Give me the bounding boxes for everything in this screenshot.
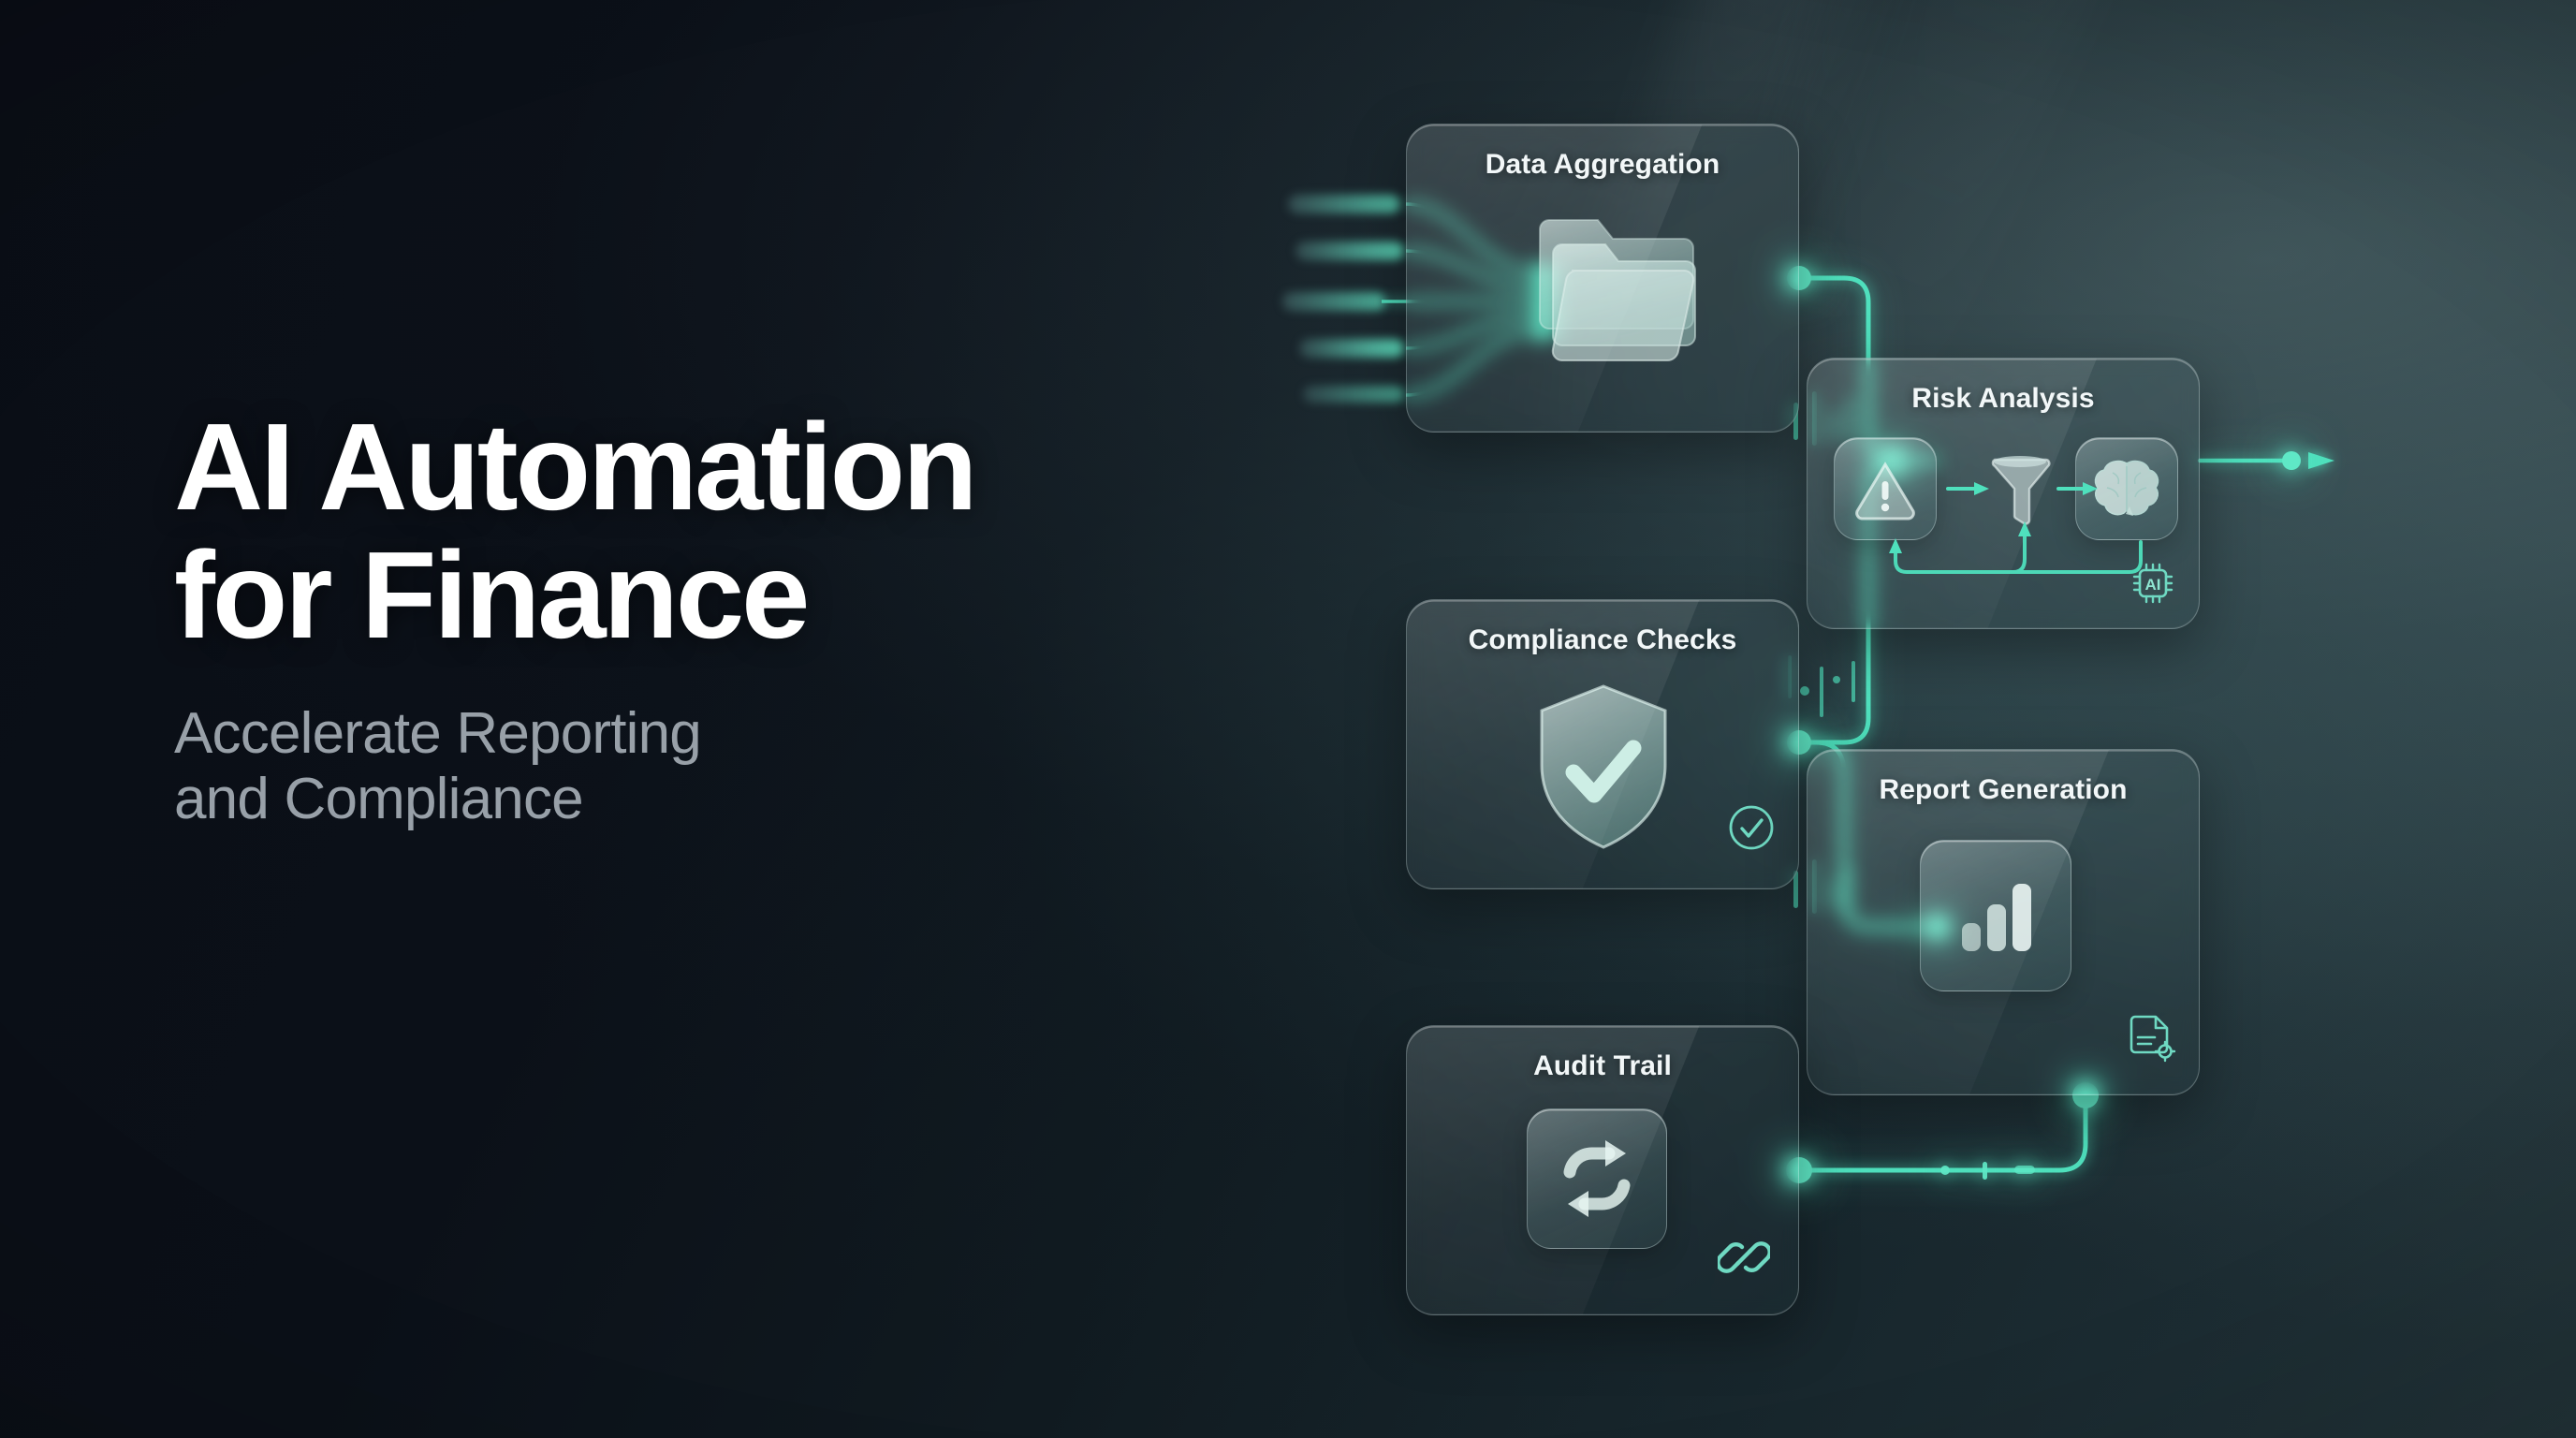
- bar-chart-icon: [1962, 884, 2031, 951]
- connection-wires: [1382, 202, 2334, 1183]
- link-chain-icon: [1716, 1241, 1772, 1273]
- card-data-aggregation[interactable]: Data Aggregation: [1406, 124, 1799, 433]
- node-output: [2282, 451, 2301, 470]
- card-title-data-aggregation: Data Aggregation: [1485, 149, 1720, 180]
- ai-chip-badge: AI: [2128, 558, 2178, 613]
- warning-triangle-icon: [1855, 462, 1915, 521]
- card-title-risk-analysis: Risk Analysis: [1911, 383, 2095, 414]
- document-gear-badge: [2124, 1011, 2178, 1070]
- circle-check-badge: [1727, 803, 1776, 857]
- headline-line-1: AI Automation: [174, 398, 978, 536]
- data-stream-pill: [1299, 339, 1404, 358]
- headline-line-2: for Finance: [174, 526, 810, 665]
- ai-chip-label: AI: [2145, 576, 2161, 594]
- data-stream-pill: [1288, 195, 1400, 213]
- workflow-diagram: Data Aggregation: [1198, 0, 2576, 1438]
- ai-chip-icon: AI: [2132, 563, 2174, 604]
- risk-pipeline-flow: [1889, 456, 2143, 574]
- document-gear-icon: [2130, 1015, 2176, 1063]
- subhead-line-1: Accelerate Reporting: [174, 700, 702, 766]
- card-risk-analysis[interactable]: Risk Analysis: [1807, 358, 2200, 629]
- cycle-arrows-icon: [1563, 1140, 1631, 1217]
- card-audit-trail[interactable]: Audit Trail: [1406, 1025, 1799, 1315]
- hero-copy: AI Automation for Finance Accelerate Rep…: [174, 403, 1222, 833]
- page-title: AI Automation for Finance: [174, 403, 1222, 660]
- shield-check-icon: [1540, 684, 1667, 849]
- card-report-generation[interactable]: Report Generation: [1807, 749, 2200, 1095]
- funnel-icon: [1991, 456, 2051, 525]
- circle-check-icon: [1729, 805, 1774, 850]
- link-chain-badge: [1716, 1231, 1772, 1288]
- data-stream-pill: [1295, 242, 1404, 260]
- data-stream-pill: [1303, 386, 1404, 403]
- subhead-line-2: and Compliance: [174, 767, 584, 832]
- brain-icon: [2094, 460, 2159, 516]
- page-subtitle: Accelerate Reporting and Compliance: [174, 701, 1222, 833]
- bar-chart-tile: [1920, 840, 2071, 991]
- card-title-audit-trail: Audit Trail: [1533, 1050, 1672, 1081]
- warning-triangle-tile: [1834, 437, 1937, 540]
- cycle-arrows-tile: [1527, 1108, 1667, 1249]
- card-compliance-checks[interactable]: Compliance Checks: [1406, 599, 1799, 889]
- card-title-compliance-checks: Compliance Checks: [1468, 624, 1737, 655]
- data-stream-pill: [1282, 292, 1385, 311]
- folder-stack-icon: [1539, 219, 1696, 362]
- card-title-report-generation: Report Generation: [1879, 774, 2128, 805]
